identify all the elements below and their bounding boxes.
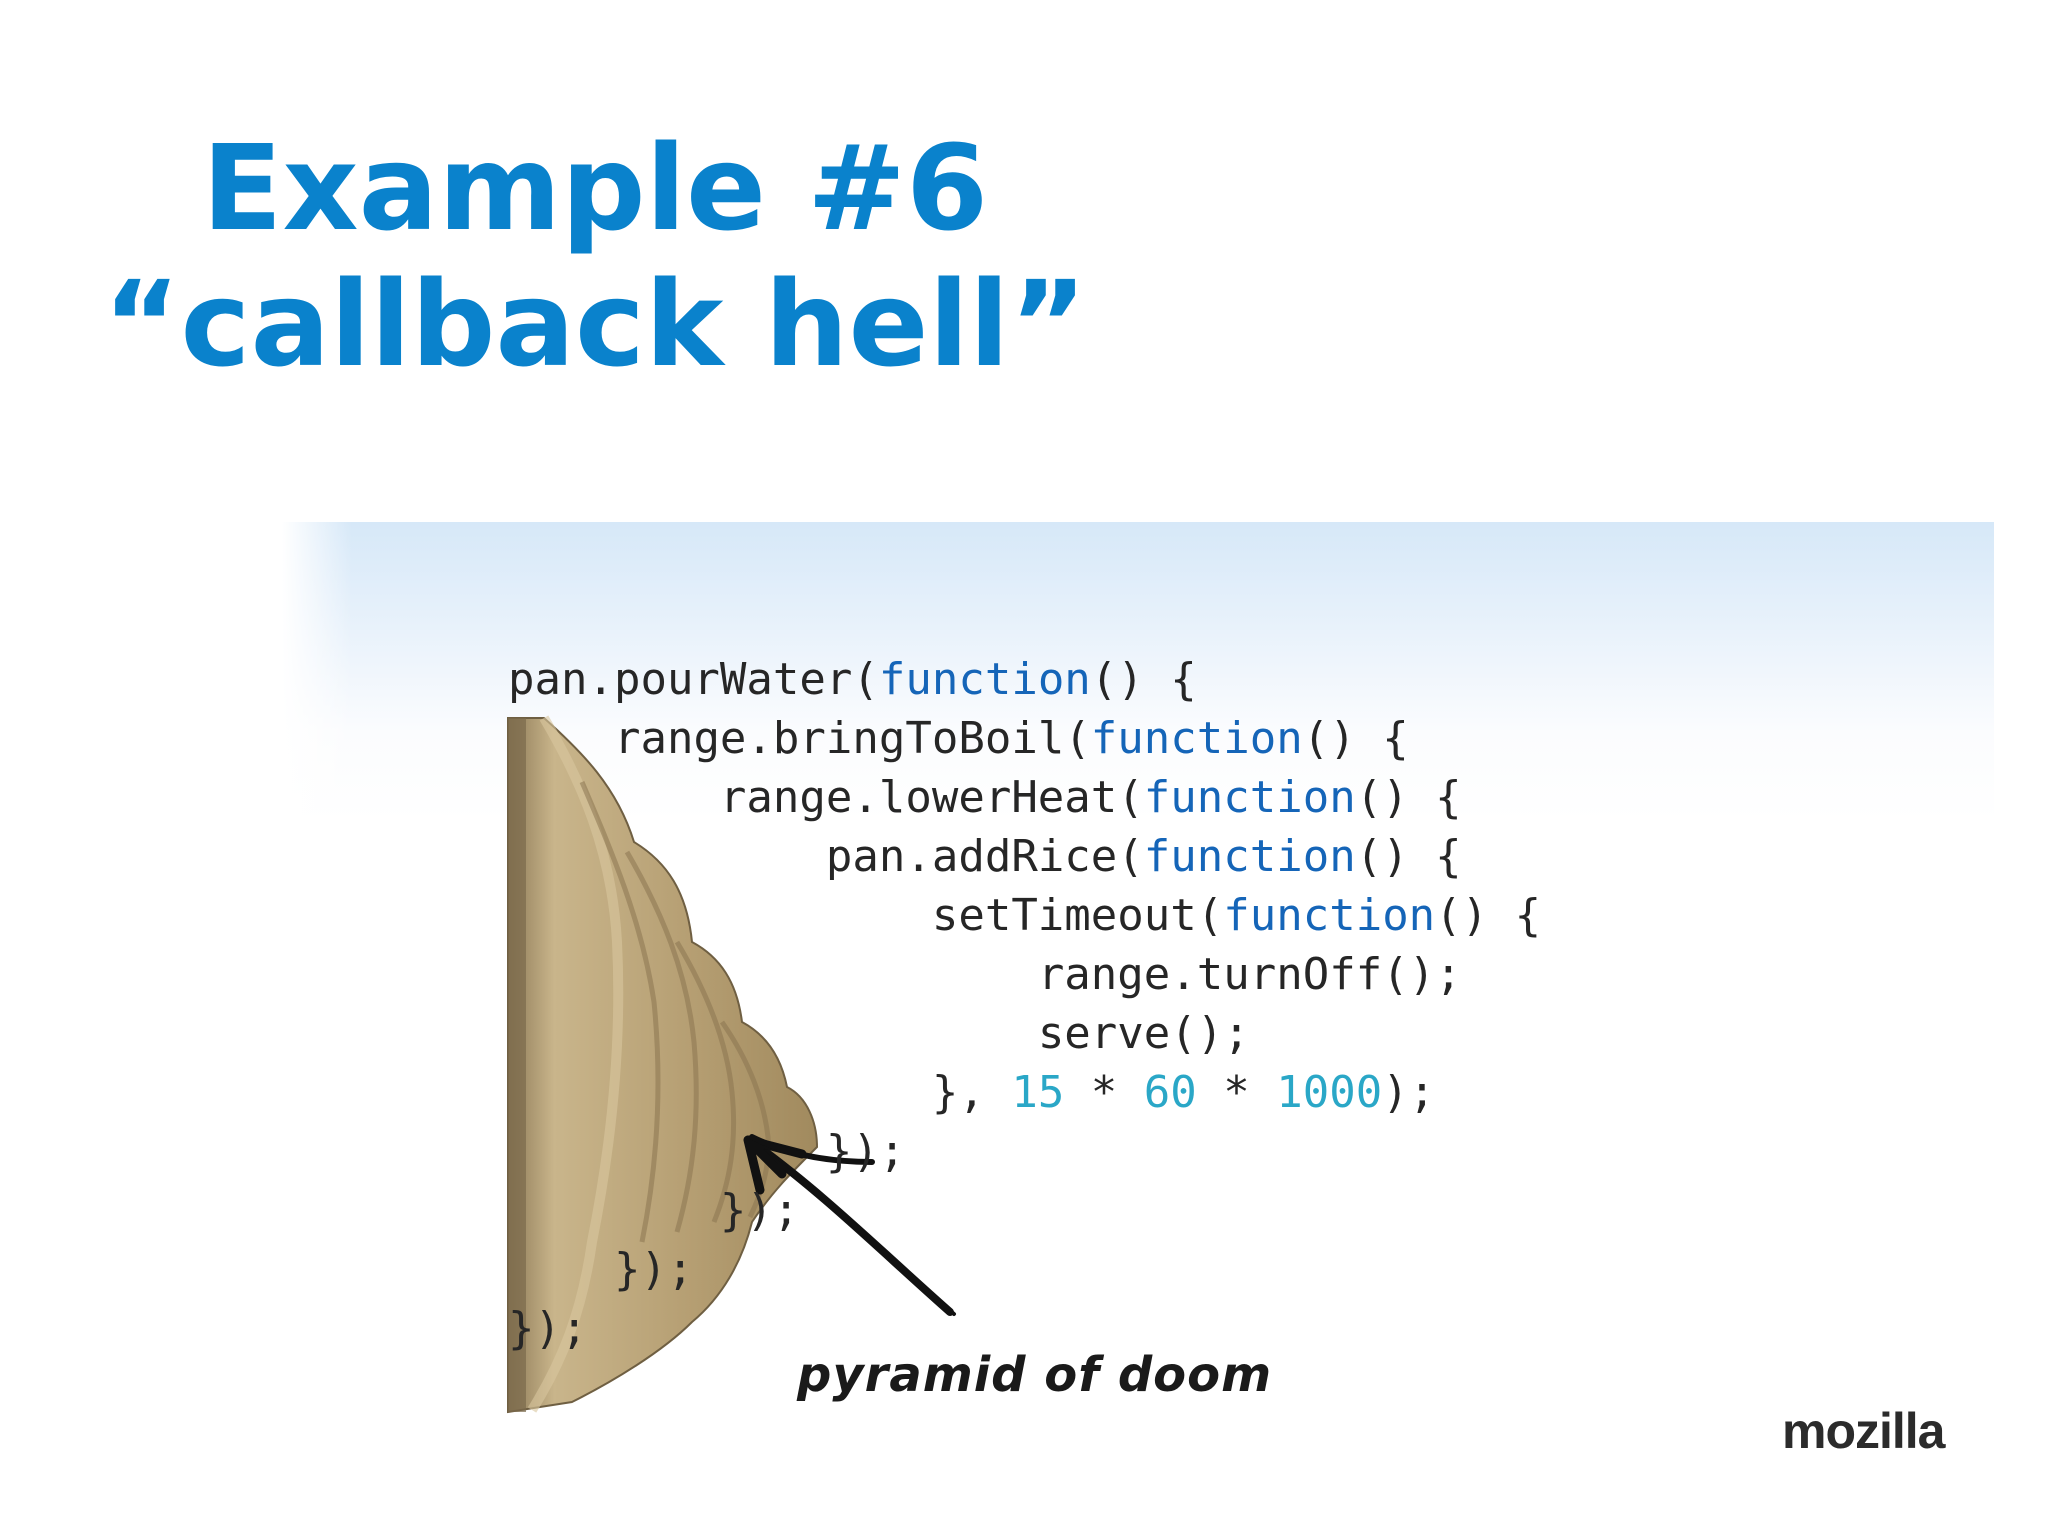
code-keyword: function <box>1143 831 1356 882</box>
code-text: pan.pourWater( <box>508 654 879 705</box>
code-number: 15 <box>1011 1067 1065 1118</box>
code-indent <box>508 890 932 941</box>
code-number: 1000 <box>1276 1067 1383 1118</box>
code-line: range.lowerHeat(function() { <box>508 768 1541 827</box>
code-text: () { <box>1302 713 1409 764</box>
code-indent <box>508 772 720 823</box>
code-indent <box>508 949 1038 1000</box>
code-line: }); <box>508 1299 1541 1358</box>
code-indent <box>508 1185 720 1236</box>
code-line: range.bringToBoil(function() { <box>508 709 1541 768</box>
figure-illustration <box>507 715 956 1414</box>
code-text: ); <box>1382 1067 1436 1118</box>
hand-drawn-arrow-icon <box>743 1134 956 1316</box>
code-text: range.lowerHeat( <box>719 772 1144 823</box>
code-text: }); <box>613 1244 694 1295</box>
code-text: () { <box>1090 654 1197 705</box>
code-line: }); <box>508 1122 1541 1181</box>
code-text: pan.addRice( <box>825 831 1144 882</box>
code-text: range.turnOff(); <box>1037 949 1462 1000</box>
code-indent <box>508 831 826 882</box>
slide-title: Example #6 “callback hell” <box>40 120 1150 392</box>
mozilla-logo: mozilla <box>1782 1403 1945 1459</box>
slide-title-line-1: Example #6 <box>201 119 989 257</box>
code-line: pan.pourWater(function() { <box>508 650 1541 709</box>
code-text: * <box>1064 1067 1144 1118</box>
code-line: }, 15 * 60 * 1000); <box>508 1063 1541 1122</box>
figure-edge-fade <box>282 522 352 1470</box>
code-keyword: function <box>1090 713 1303 764</box>
code-indent <box>508 1126 826 1177</box>
code-line: }); <box>508 1181 1541 1240</box>
code-number: 60 <box>1143 1067 1197 1118</box>
code-text: }); <box>719 1185 800 1236</box>
code-text: }, <box>931 1067 1012 1118</box>
annotation-label: pyramid of doom <box>797 1347 1273 1403</box>
code-text: () { <box>1435 890 1542 941</box>
code-text: * <box>1196 1067 1277 1118</box>
code-line: setTimeout(function() { <box>508 886 1541 945</box>
code-line: pan.addRice(function() { <box>508 827 1541 886</box>
code-line: serve(); <box>508 1004 1541 1063</box>
callback-hell-figure: pan.pourWater(function() { range.bringTo… <box>282 522 1994 1470</box>
code-indent <box>508 1067 932 1118</box>
code-indent <box>508 713 614 764</box>
slide-title-line-2: “callback hell” <box>102 255 1088 393</box>
code-text: range.bringToBoil( <box>613 713 1091 764</box>
code-text: }); <box>508 1303 588 1354</box>
code-keyword: function <box>878 654 1091 705</box>
code-line: }); <box>508 1240 1541 1299</box>
code-indent <box>508 1008 1038 1059</box>
code-text: serve(); <box>1037 1008 1250 1059</box>
code-block: pan.pourWater(function() { range.bringTo… <box>508 650 1541 1358</box>
code-text: }); <box>825 1126 906 1177</box>
code-keyword: function <box>1223 890 1436 941</box>
code-text: () { <box>1355 831 1462 882</box>
code-keyword: function <box>1143 772 1356 823</box>
code-text: setTimeout( <box>931 890 1224 941</box>
code-line: range.turnOff(); <box>508 945 1541 1004</box>
code-text: () { <box>1355 772 1462 823</box>
code-indent <box>508 1244 614 1295</box>
